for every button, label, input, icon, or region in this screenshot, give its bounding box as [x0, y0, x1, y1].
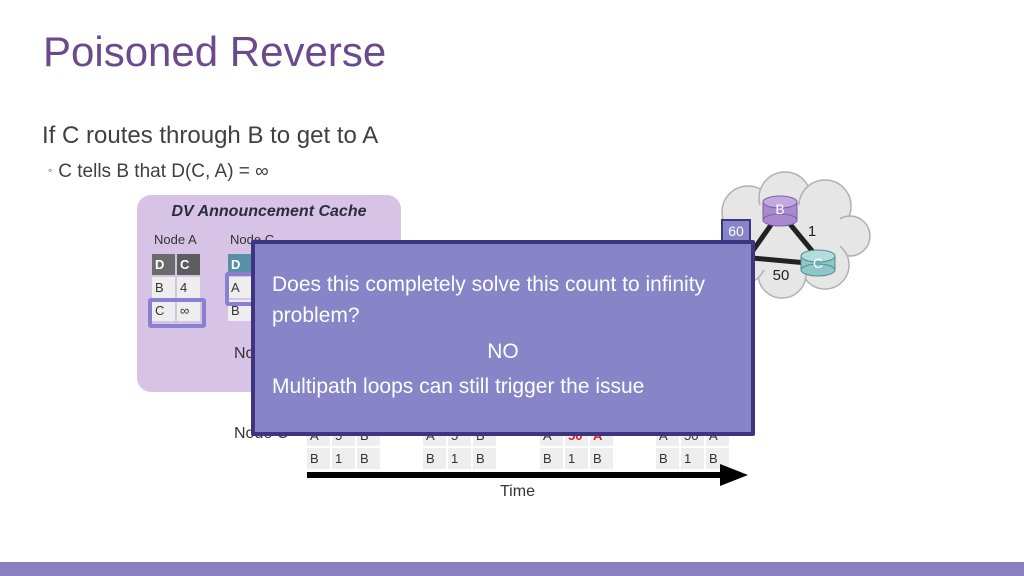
network-diagram: B C 60 1 50	[717, 171, 871, 299]
table-cell: 1	[681, 448, 704, 469]
table-cell: B	[152, 277, 175, 298]
table-cell: B	[590, 448, 613, 469]
node-b-router	[762, 195, 798, 227]
callout-question: Does this completely solve this count to…	[272, 273, 706, 327]
table-cell: 4	[177, 277, 200, 298]
table-header: C	[177, 254, 200, 275]
node-c-label: C	[813, 255, 823, 271]
bullet-sub: ◦ C tells B that D(C, A) = ∞	[48, 161, 269, 183]
node-c-router	[800, 249, 836, 277]
table-cell: B	[656, 448, 679, 469]
table-cell: ∞	[177, 300, 200, 321]
time-axis-label: Time	[500, 483, 535, 500]
edge-ac-weight: 50	[773, 267, 790, 284]
node-a-label: Node A	[154, 232, 197, 247]
footer-bar	[0, 562, 1024, 576]
table-cell: 1	[332, 448, 355, 469]
table-cell: B	[706, 448, 729, 469]
node-a-table: D C B 4 C ∞	[150, 252, 202, 323]
table-cell: 1	[448, 448, 471, 469]
table-header: D	[152, 254, 175, 275]
node-label-fragment: No	[234, 345, 255, 362]
timeline-arrow-icon	[720, 464, 748, 486]
poison-highlight-box	[148, 298, 206, 328]
node-b-label: B	[775, 201, 784, 217]
callout-note: Multipath loops can still trigger the is…	[272, 375, 645, 398]
table-header: D	[228, 254, 251, 275]
edge-ab-weight: 60	[728, 223, 744, 239]
table-cell: B	[473, 448, 496, 469]
bullet-sub-text: C tells B that D(C, A) = ∞	[58, 161, 269, 182]
table-cell: C	[152, 300, 175, 321]
table-cell: B	[423, 448, 446, 469]
table-cell: B	[307, 448, 330, 469]
sub-bullet-marker: ◦	[48, 163, 53, 177]
table-cell: B	[540, 448, 563, 469]
timeline-axis	[307, 472, 737, 478]
bullet-main: If C routes through B to get to A	[42, 122, 379, 149]
callout-answer: NO	[487, 340, 519, 363]
slide-title: Poisoned Reverse	[43, 28, 387, 75]
table-cell: 1	[565, 448, 588, 469]
cache-title: DV Announcement Cache	[171, 203, 367, 220]
table-cell: B	[357, 448, 380, 469]
question-callout: Does this completely solve this count to…	[251, 240, 755, 436]
table-cell: A	[228, 277, 251, 298]
edge-bc-weight: 1	[808, 223, 816, 240]
